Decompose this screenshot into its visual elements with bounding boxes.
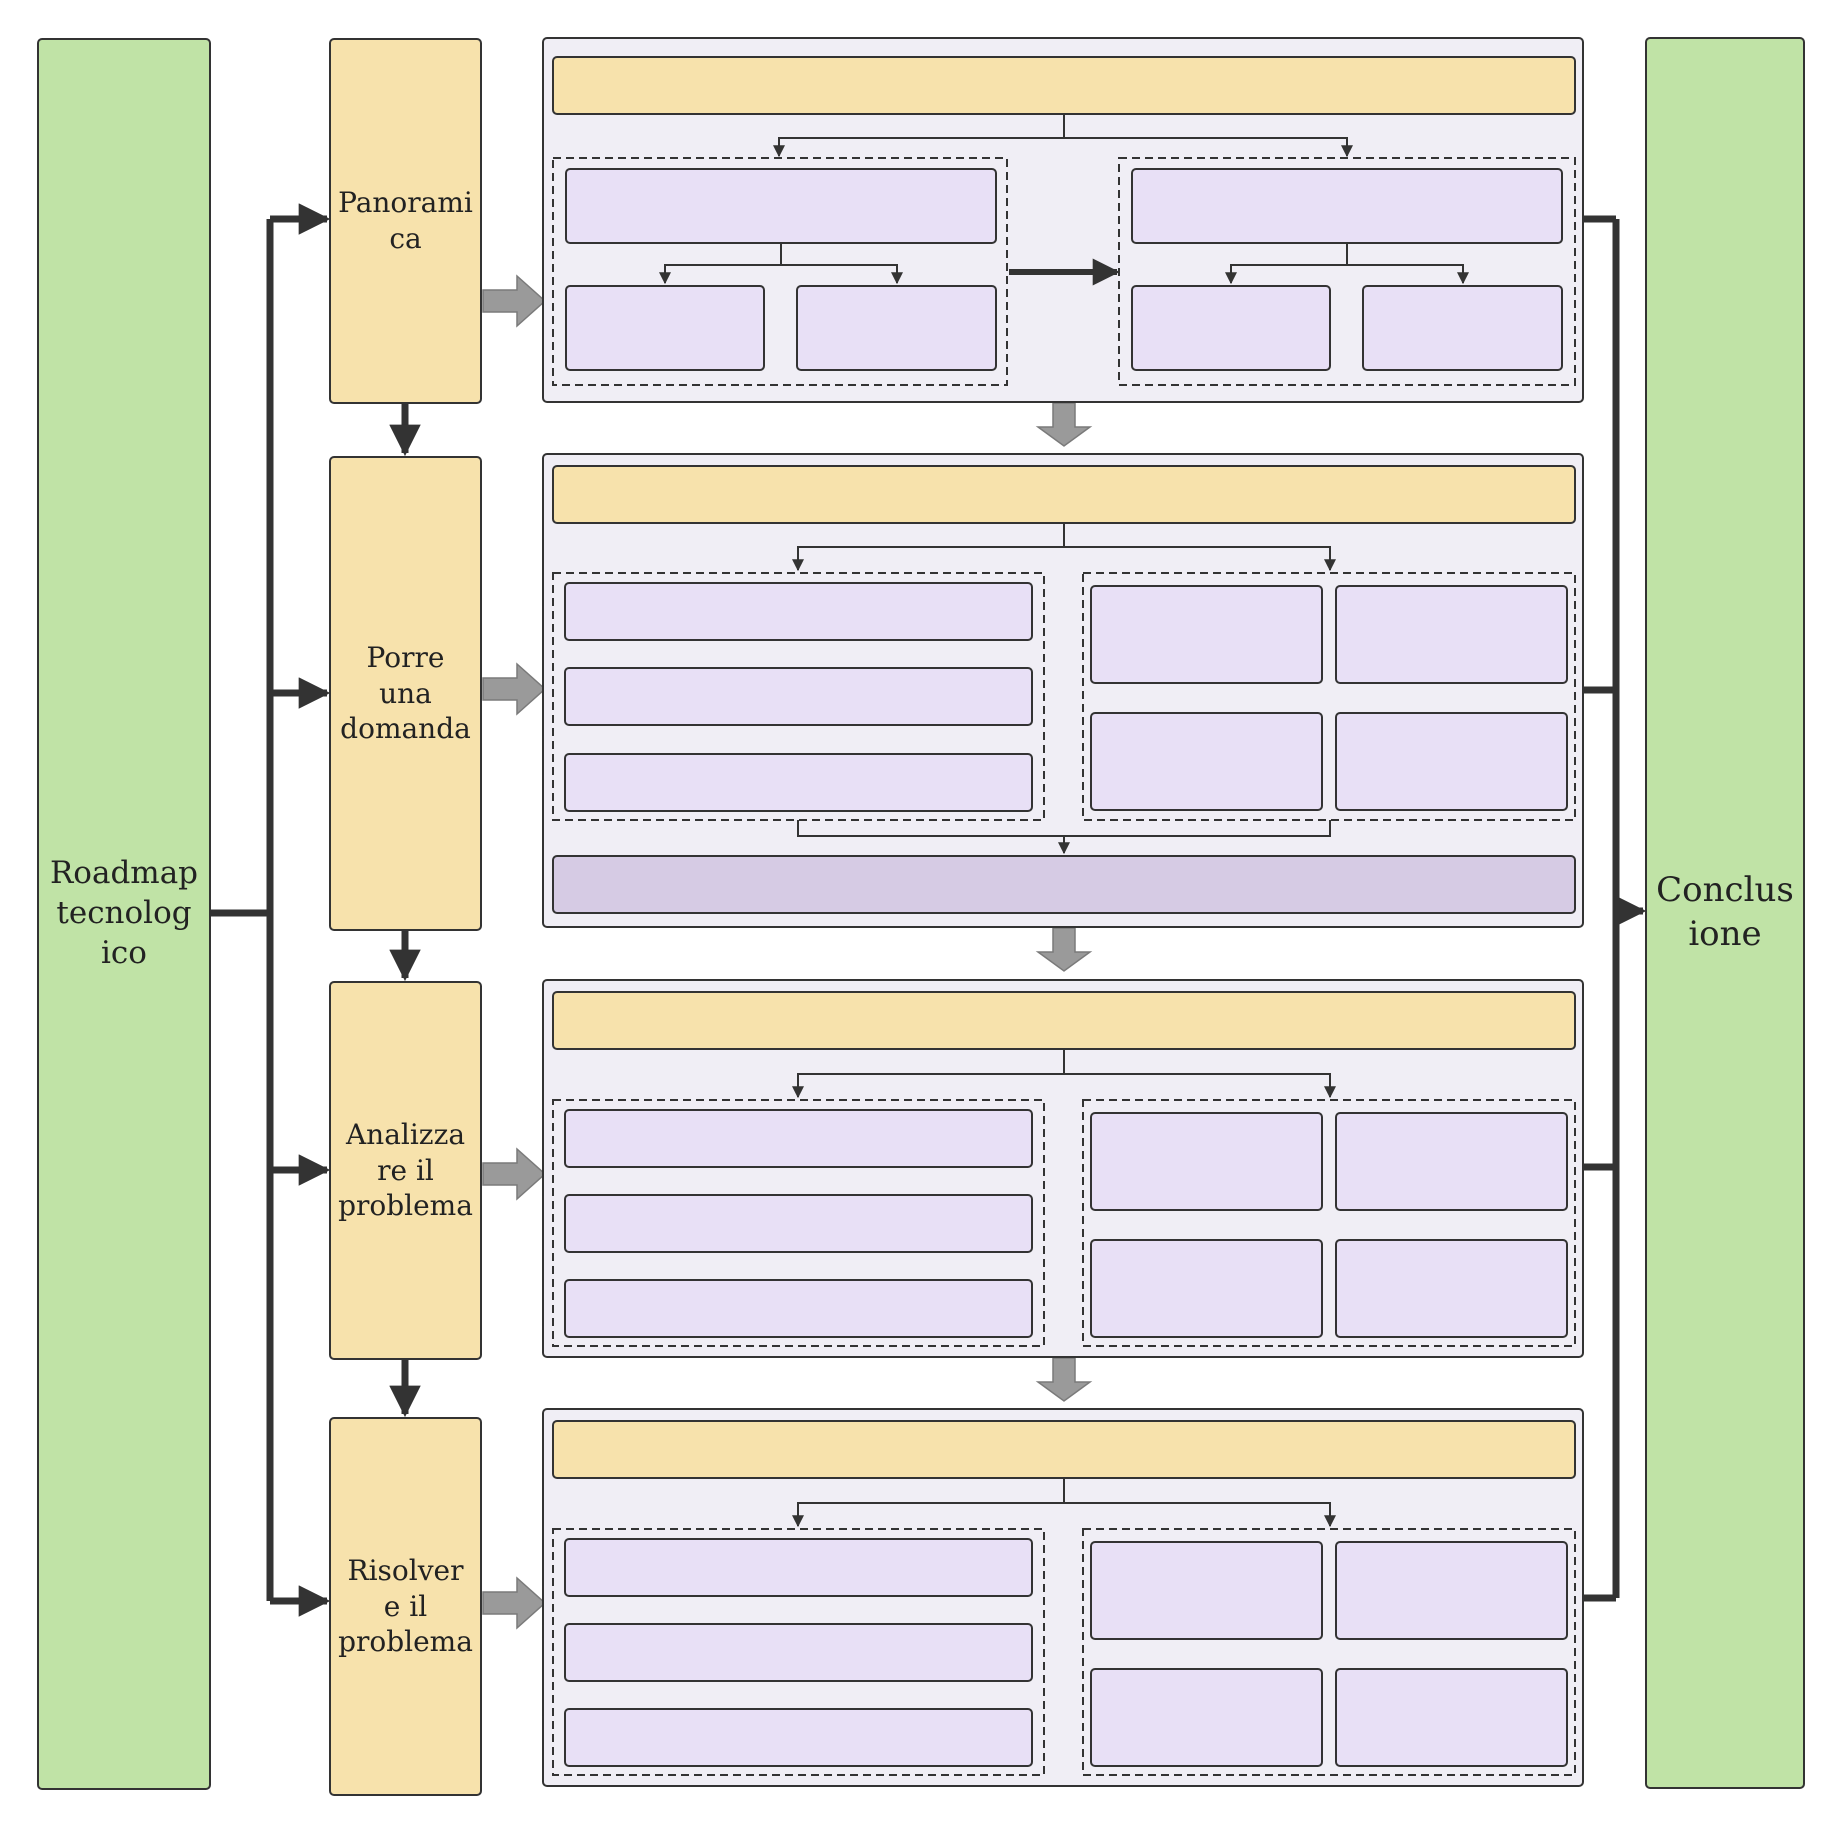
panel-1-header (552, 56, 1576, 115)
panel-1-box (565, 285, 765, 371)
panel-3-box (564, 1109, 1033, 1168)
panel-2-box (1090, 712, 1323, 811)
panel-3-box (564, 1279, 1033, 1338)
panel-2-box (1335, 585, 1568, 684)
panel-1-box (796, 285, 997, 371)
panel-4-box (564, 1538, 1033, 1597)
panel-3-box (1090, 1239, 1323, 1338)
step-label-4: Risolver e il problema (338, 1553, 473, 1659)
step-label-1: Panorami ca (338, 186, 473, 255)
panel-2-box (1335, 712, 1568, 811)
panel-4-box (564, 1708, 1033, 1767)
panel-2-footer (552, 855, 1576, 914)
panel-1 (542, 37, 1584, 403)
gray-block-arrows (482, 274, 547, 1630)
panel-4-header (552, 1420, 1576, 1479)
panel-1-box (565, 168, 997, 244)
panel-1-box (1131, 285, 1331, 371)
panel-2-header (552, 465, 1576, 524)
conclusion-label: Conclus ione (1656, 870, 1794, 954)
root-connectors (210, 203, 331, 1617)
step-label-3: Analizza re il problema (338, 1117, 473, 1223)
panel-4-box (1335, 1541, 1568, 1640)
panel-2-box (1090, 585, 1323, 684)
panel-2-box (564, 582, 1033, 641)
panel-3-box (1335, 1239, 1568, 1338)
panel-3-box (1335, 1112, 1568, 1211)
panel-1-box (1362, 285, 1563, 371)
panel-3-box (1090, 1112, 1323, 1211)
panel-1-box (1131, 168, 1563, 244)
panel-4-box (1090, 1668, 1323, 1767)
panel-3 (542, 979, 1584, 1358)
gray-down-arrows (1035, 402, 1093, 1402)
root-label: Roadmap tecnolog ico (49, 855, 199, 971)
step-label-2: Porre una domanda (340, 640, 471, 746)
panel-3-header (552, 991, 1576, 1050)
panel-3-box (564, 1194, 1033, 1253)
panel-4-box (1090, 1541, 1323, 1640)
panel-2-box (564, 667, 1033, 726)
conclusion-connectors (1584, 215, 1647, 1602)
panel-4-box (564, 1623, 1033, 1682)
panel-4-box (1335, 1668, 1568, 1767)
panel-2-box (564, 753, 1033, 812)
panel-2 (542, 453, 1584, 928)
panel-4 (542, 1408, 1584, 1787)
